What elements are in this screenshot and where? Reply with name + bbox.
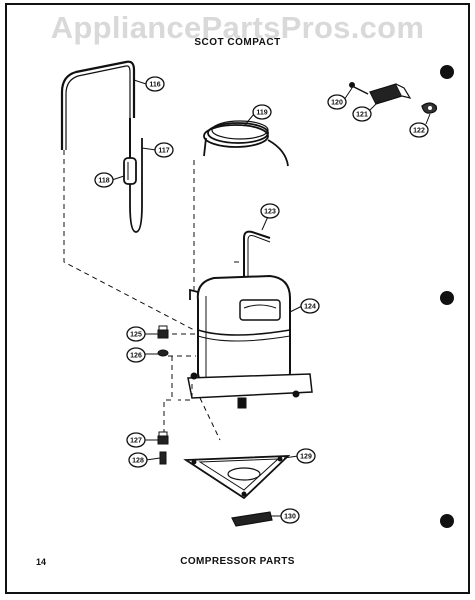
callout-127: 127 — [126, 432, 146, 448]
part-124-compressor — [187, 274, 313, 409]
binder-hole-middle — [440, 291, 454, 305]
callout-circle — [409, 122, 429, 138]
callout-120: 120 — [327, 94, 347, 110]
page-border — [5, 3, 470, 594]
callout-label: 128 — [132, 458, 144, 465]
callout-130: 130 — [280, 508, 300, 524]
part-121-bracket — [369, 83, 412, 105]
callout-label: 123 — [264, 209, 276, 216]
callout-label: 119 — [256, 110, 267, 117]
callout-label: 129 — [300, 454, 312, 461]
callout-116: 116 — [145, 76, 165, 92]
part-130-clip — [231, 511, 273, 527]
callout-circle — [252, 104, 272, 120]
callout-circle — [327, 94, 347, 110]
callout-label: 126 — [130, 353, 142, 360]
part-125-grommet — [157, 325, 169, 339]
callout-circle — [126, 326, 146, 342]
callout-circle — [126, 347, 146, 363]
callout-circle — [128, 452, 148, 468]
callout-label: 130 — [284, 514, 296, 521]
callout-123: 123 — [260, 203, 280, 219]
callout-circle — [260, 203, 280, 219]
callout-circle — [280, 508, 300, 524]
callout-121: 121 — [352, 106, 372, 122]
callout-circle — [126, 432, 146, 448]
callout-118: 118 — [94, 172, 114, 188]
page-number: 14 — [36, 557, 47, 567]
callout-circle — [145, 76, 165, 92]
callout-circle — [300, 298, 320, 314]
callout-label: 118 — [98, 178, 109, 185]
callout-label: 120 — [331, 100, 343, 107]
part-126-washer — [157, 349, 169, 357]
callout-label: 117 — [158, 148, 169, 155]
callout-label: 125 — [130, 332, 142, 339]
callout-119: 119 — [252, 104, 272, 120]
model-label: SCOT COMPACT — [194, 37, 281, 48]
callout-129: 129 — [296, 448, 316, 464]
part-116-tube — [60, 60, 136, 150]
callout-label: 122 — [413, 128, 425, 135]
callout-122: 122 — [409, 122, 429, 138]
callout-circle — [296, 448, 316, 464]
part-123-tube — [243, 230, 271, 280]
callout-label: 121 — [356, 112, 368, 119]
part-128-bolt — [159, 451, 167, 465]
callout-117: 117 — [154, 142, 174, 158]
callout-leaders — [111, 79, 431, 517]
callout-bubbles: 116 117 118 119 120 121 122 123 124 125 126 127 128 1… — [94, 76, 429, 524]
callout-124: 124 — [300, 298, 320, 314]
part-117-118-drier — [123, 118, 143, 233]
part-129-base-plate — [183, 455, 291, 500]
callout-label: 116 — [149, 82, 160, 89]
part-119-coil — [203, 120, 289, 167]
diagram-caption: COMPRESSOR PARTS — [180, 556, 295, 567]
callout-126: 126 — [126, 347, 146, 363]
callout-label: 127 — [130, 438, 142, 445]
assembly-lines — [63, 150, 244, 441]
binder-hole-bottom — [440, 514, 454, 528]
callout-label: 124 — [304, 304, 316, 311]
part-122-clip — [421, 102, 438, 114]
part-127-grommet — [157, 431, 169, 445]
binder-hole-top — [440, 65, 454, 79]
callout-125: 125 — [126, 326, 146, 342]
callout-128: 128 — [128, 452, 148, 468]
callout-circle — [154, 142, 174, 158]
part-120-screw — [349, 82, 369, 95]
watermark: AppliancePartsPros.com — [50, 10, 425, 45]
callout-circle — [352, 106, 372, 122]
callout-circle — [94, 172, 114, 188]
